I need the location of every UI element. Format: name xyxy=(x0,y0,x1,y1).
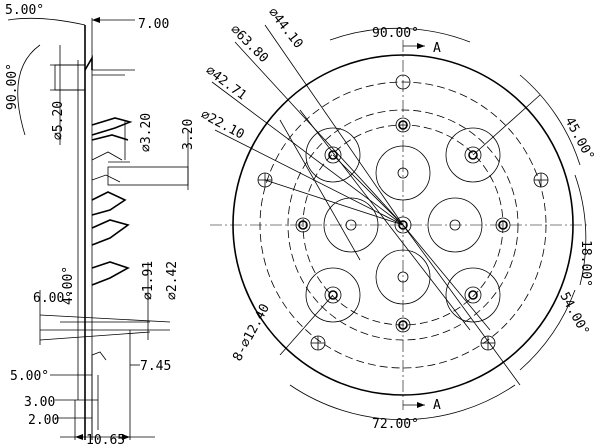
section-a-bottom-label: A xyxy=(433,398,441,413)
length-2-label: 2.00 xyxy=(28,413,59,428)
angle-5-top-label: 5.00° xyxy=(5,3,44,18)
length-3-label: 3.00 xyxy=(24,395,55,410)
dia-42-71-label: ⌀42.71 xyxy=(203,63,250,103)
side-view: 5.00° 7.00 90.00° ⌀5.20 ⌀3.20 3.20 6.00°… xyxy=(5,3,196,447)
angle-45-label: 45.00° xyxy=(561,115,596,164)
length-10-65-label: 10.65 xyxy=(86,433,125,447)
angle-6-label: 6.00° xyxy=(33,291,72,306)
dim-3-20-label: 3.20 xyxy=(181,119,196,150)
length-7-label: 7.00 xyxy=(138,17,169,32)
angle-18-label: 18.00° xyxy=(578,240,593,287)
angle-90-label: 90.00° xyxy=(5,63,20,110)
angle-72-label: 72.00° xyxy=(372,417,419,432)
dia-2-42-label: ⌀2.42 xyxy=(165,261,180,300)
dia-63-80-label: ⌀63.80 xyxy=(227,22,271,66)
angle-90-front-label: 90.00° xyxy=(372,26,419,41)
dia-5-20-label: ⌀5.20 xyxy=(51,101,66,140)
holes-8-dia-label: 8-⌀12.40 xyxy=(230,302,273,364)
dia-44-10-label: ⌀44.10 xyxy=(265,5,306,51)
angle-54-label: 54.00° xyxy=(556,290,591,339)
dia-22-10-label: ⌀22.10 xyxy=(198,107,247,142)
angle-5-bottom-label: 5.00° xyxy=(10,369,49,384)
angle-4-label: 4.00° xyxy=(61,266,76,305)
section-a-top-label: A xyxy=(433,41,441,56)
front-view: ⌀44.10 ⌀63.80 ⌀42.71 ⌀22.10 90.00° A 45.… xyxy=(198,5,597,432)
dia-3-20-label: ⌀3.20 xyxy=(139,113,154,152)
length-7-45-label: 7.45 xyxy=(140,359,171,374)
dia-1-91-label: ⌀1.91 xyxy=(141,261,156,300)
